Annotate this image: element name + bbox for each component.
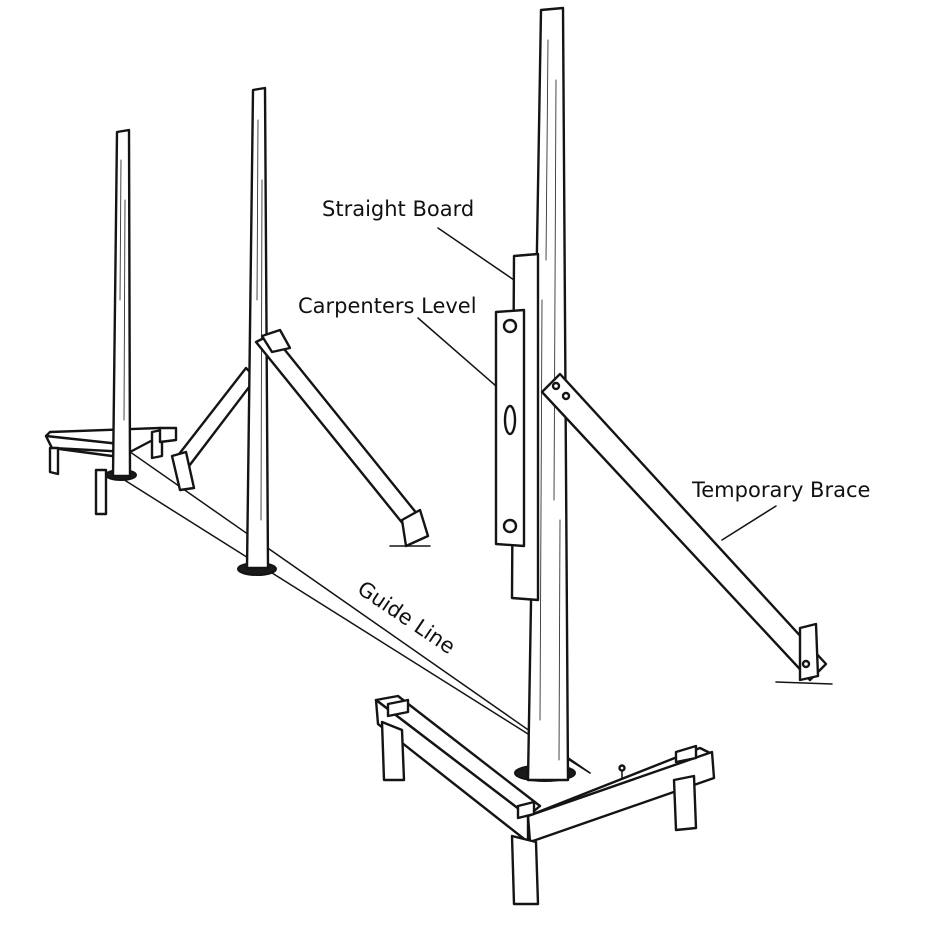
temporary-brace [540, 372, 833, 685]
guide-line-label: Guide Line [353, 576, 459, 659]
carpenters-level-label: Carpenters Level [298, 294, 477, 318]
middle-pole [237, 86, 277, 576]
temporary-brace-label: Temporary Brace [691, 478, 870, 502]
middle-left-brace [170, 366, 258, 492]
far-left-pole [105, 128, 137, 481]
straight-board-label: Straight Board [322, 197, 474, 221]
callout-leaders [417, 227, 777, 541]
carpenters-level [494, 308, 526, 548]
middle-right-brace [254, 328, 431, 548]
foreground-batter-board [374, 694, 716, 906]
far-left-batter-board [44, 426, 178, 516]
